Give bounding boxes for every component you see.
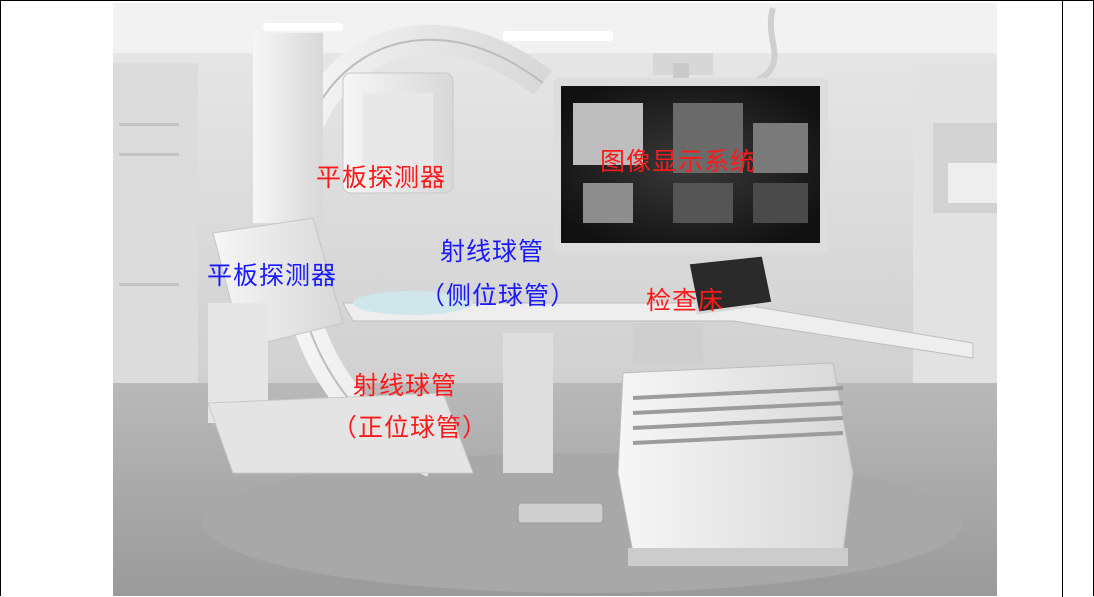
ceiling-light xyxy=(263,23,343,31)
table-cell-border xyxy=(1062,1,1063,597)
ceiling-light xyxy=(503,31,613,41)
pedestal-rib xyxy=(632,386,844,400)
label-xray-tube-frontal-line2: （正位球管） xyxy=(332,413,489,442)
label-exam-table: 检查床 xyxy=(646,286,725,315)
foot-switch xyxy=(517,502,604,524)
angiography-room-photo xyxy=(113,3,997,596)
wall-panel xyxy=(948,163,997,203)
wall-panel-line xyxy=(119,283,179,286)
ceiling-gantry xyxy=(253,33,323,223)
pedestal-base xyxy=(628,548,848,566)
label-image-display-system: 图像显示系统 xyxy=(600,147,757,176)
screen-image xyxy=(673,183,733,223)
c-arm-base xyxy=(207,392,474,474)
label-flat-panel-detector-upper: 平板探测器 xyxy=(316,163,447,192)
table-mattress xyxy=(353,291,473,315)
wall-panel-line xyxy=(119,153,179,156)
screen-image xyxy=(753,123,808,173)
label-xray-tube-lateral-line2: （侧位球管） xyxy=(420,281,577,310)
screen-image xyxy=(753,183,808,223)
pedestal-rib xyxy=(632,431,844,445)
wall-cabinet xyxy=(913,63,997,423)
flat-panel-detector-face xyxy=(363,93,433,173)
pedestal-rib xyxy=(632,416,844,430)
angiography-room-illustration xyxy=(113,3,997,596)
wall-panel-line xyxy=(119,123,179,126)
table-column-leg xyxy=(633,323,703,363)
pedestal-rib xyxy=(632,401,844,415)
screen-image xyxy=(573,103,643,165)
label-flat-panel-detector-lateral: 平板探测器 xyxy=(207,261,338,290)
tableside-tablet xyxy=(686,253,775,315)
table-column xyxy=(503,333,553,473)
label-xray-tube-frontal-line1: 射线球管 xyxy=(353,371,458,400)
ceiling xyxy=(113,3,997,53)
screen-image xyxy=(583,183,633,223)
ceiling-cable xyxy=(751,7,778,86)
label-xray-tube-lateral-line1: 射线球管 xyxy=(440,237,545,266)
wall-cabinet xyxy=(113,63,198,393)
screen-image xyxy=(673,103,743,173)
